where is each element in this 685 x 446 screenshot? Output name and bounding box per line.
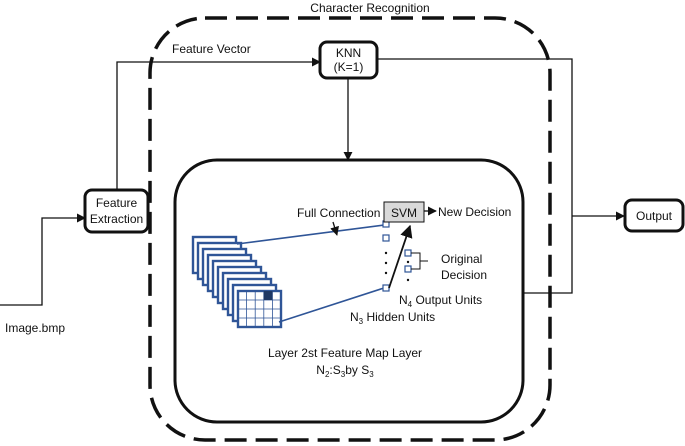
full-connection-arrow [330, 221, 339, 236]
original-decision-label-2: Decision [441, 268, 487, 282]
feature-extraction-label-2: Extraction [90, 212, 143, 226]
hidden-units-column [382, 220, 390, 292]
input-file-label: Image.bmp [5, 321, 65, 335]
output-unit [404, 249, 412, 257]
hidden-unit [382, 284, 390, 292]
output-units-column [404, 249, 412, 282]
knn-label-1: KNN [336, 46, 361, 60]
original-decision-label-1: Original [441, 252, 482, 266]
receptive-field-cell [263, 291, 273, 300]
diagram-title: Character Recognition [310, 1, 429, 15]
feature-map-stack [191, 235, 283, 329]
connection-line-top [236, 224, 385, 245]
feature-vector-label: Feature Vector [172, 42, 251, 56]
feature-map-layer-label: Layer 2st Feature Map Layer [268, 346, 422, 360]
svm-label: SVM [391, 206, 417, 220]
svm-box [383, 201, 425, 223]
hidden-to-svm-arrow [388, 224, 413, 289]
knn-label-2: (K=1) [334, 60, 364, 74]
hidden-unit [382, 234, 390, 242]
feature-map-size-label: N2:S3by S3 [316, 363, 374, 379]
character-recognition-region [148, 16, 552, 442]
network-to-output-line [523, 216, 573, 294]
output-unit [404, 265, 412, 273]
hidden-units-label: N3 Hidden Units [350, 310, 435, 326]
output-box [623, 198, 685, 233]
input-line [0, 213, 86, 306]
output-label: Output [636, 209, 673, 223]
knn-to-output-line [377, 58, 573, 216]
original-decision-bracket [411, 252, 421, 270]
feature-extraction-label-1: Feature [96, 196, 138, 210]
feature-vector-line [116, 57, 321, 190]
connection-line-bottom [278, 287, 385, 323]
new-decision-label: New Decision [438, 205, 511, 219]
output-units-label: N4 Output Units [399, 293, 482, 309]
full-connection-label: Full Connection [297, 206, 380, 220]
